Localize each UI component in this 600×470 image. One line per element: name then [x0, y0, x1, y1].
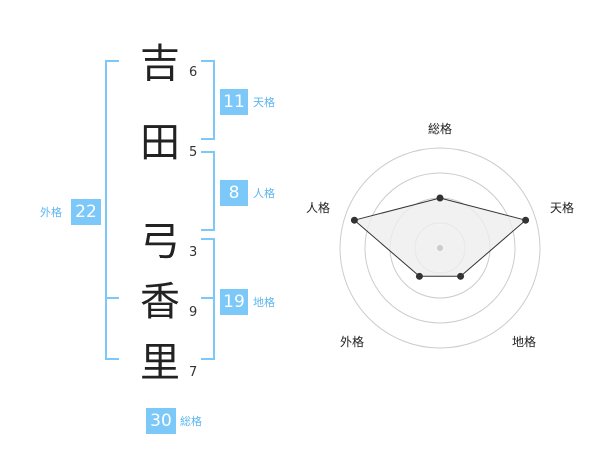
soukaku-value: 30 [146, 408, 176, 434]
radar-label-gaikaku: 外格 [340, 334, 364, 349]
radar-ring-3 [364, 172, 516, 324]
radar-point-4 [415, 272, 423, 280]
tenkaku-bracket [201, 60, 215, 140]
radar-point-5 [350, 216, 358, 224]
radar-point-2 [522, 216, 530, 224]
radar-label-jinkaku: 人格 [306, 200, 330, 215]
jinkaku-value: 8 [220, 180, 248, 206]
radar-chart: 総格 天格 地格 外格 人格 [306, 121, 574, 349]
gaikaku-bracket [105, 60, 119, 360]
radar-shape [353, 197, 527, 277]
radar-label-tenkaku: 天格 [550, 200, 574, 215]
stroke-count-5: 7 [189, 365, 198, 380]
kanji-char-2: 田 [140, 120, 180, 166]
chikaku-bracket [201, 238, 215, 360]
stroke-count-3: 3 [189, 245, 198, 260]
jinkaku-bracket [201, 151, 215, 231]
radar-label-chikaku: 地格 [512, 334, 536, 349]
stroke-count-4: 9 [189, 305, 198, 320]
tenkaku-label: 天格 [253, 96, 275, 109]
chikaku-divider [201, 297, 215, 299]
gaikaku-divider [105, 297, 119, 299]
chikaku-label: 地格 [253, 296, 275, 309]
chikaku-value: 19 [220, 289, 248, 315]
stroke-count-2: 5 [189, 145, 198, 160]
gaikaku-value: 22 [71, 199, 101, 225]
radar-center-dot [437, 245, 443, 251]
radar-points [350, 194, 530, 280]
jinkaku-label: 人格 [253, 187, 275, 200]
kanji-char-1: 吉 [140, 41, 180, 87]
radar-label-soukaku: 総格 [428, 121, 452, 136]
radar-point-3 [457, 272, 465, 280]
radar-point-1 [436, 194, 444, 202]
kanji-char-4: 香 [140, 279, 180, 325]
soukaku-label: 総格 [180, 415, 202, 428]
kanji-char-5: 里 [140, 340, 180, 386]
tenkaku-value: 11 [220, 89, 248, 115]
stroke-count-1: 6 [189, 65, 198, 80]
radar-ring-4 [339, 147, 541, 349]
gaikaku-label: 外格 [40, 206, 62, 219]
kanji-char-3: 弓 [140, 219, 180, 265]
